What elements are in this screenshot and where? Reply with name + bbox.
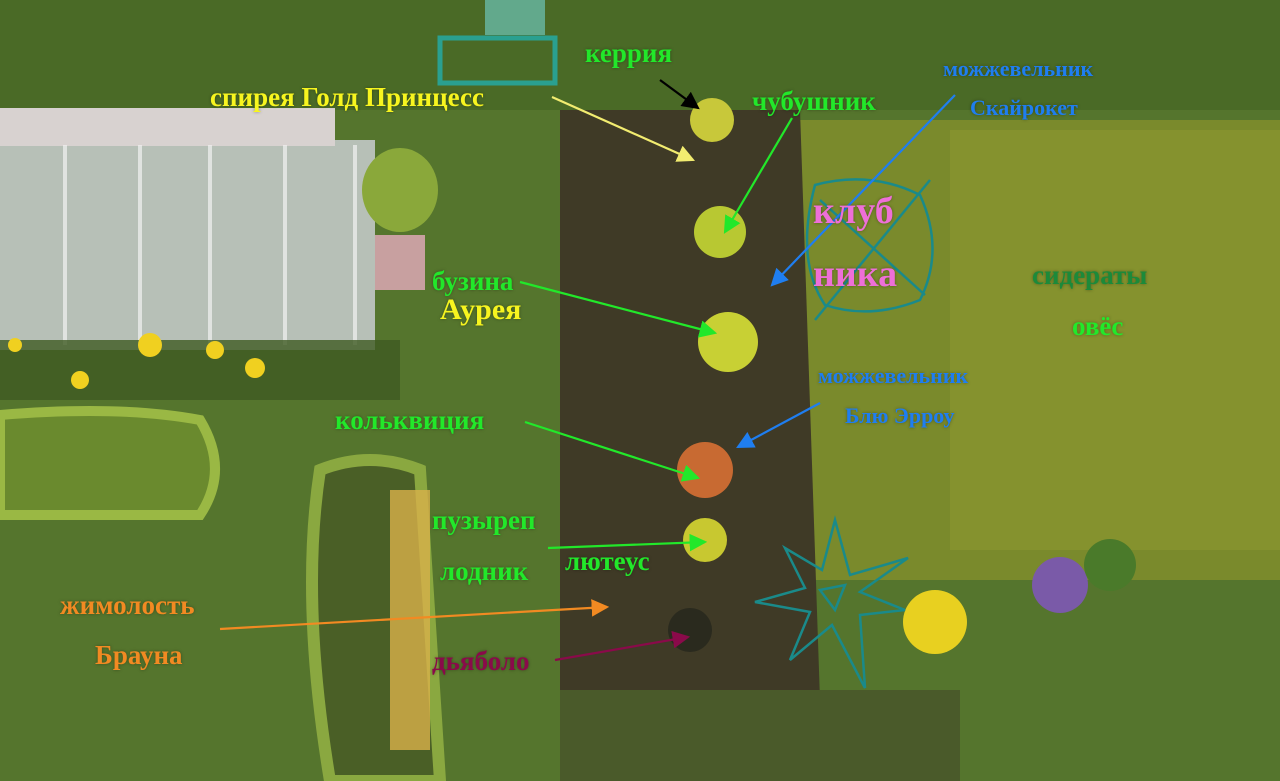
arrow-kerria (659, 79, 700, 110)
arrow-spiraea (551, 95, 696, 162)
bench (437, 35, 558, 86)
label-kolkwitzia: кольквиция (335, 405, 485, 435)
yellow-shrub (903, 590, 967, 654)
flower-bed-left (0, 406, 220, 520)
shrub (362, 148, 438, 232)
label-diabolo: дьяболо (432, 646, 530, 676)
label-strawberry-1: клуб (813, 190, 894, 232)
star-sketch (754, 515, 909, 689)
arrow-skyrocket (770, 94, 956, 287)
label-oats: овёс (1072, 311, 1124, 341)
soil-bed (560, 110, 820, 700)
arrow-diabolo (554, 630, 691, 662)
label-kerria: керрия (585, 38, 673, 68)
label-elder-2: Аурея (440, 293, 522, 326)
label-green-manure: сидераты (1032, 260, 1148, 290)
label-juniper-skyrocket-2: Скайрокет (970, 95, 1078, 120)
greenhouse-door (375, 235, 425, 290)
label-philadelphus: чубушник (752, 86, 876, 116)
label-spiraea: спирея Голд Принцесс (210, 82, 484, 112)
arrow-blue-arrow (736, 402, 821, 449)
label-juniper-blue-2: Блю Эрроу (845, 403, 955, 428)
arrow-philadelphus (723, 117, 793, 234)
label-physocarpus-3: лютеус (565, 546, 650, 576)
label-physocarpus-1: пузыреп (432, 505, 536, 535)
arrow-physocarpus (547, 533, 708, 552)
greenhouse-roof-edge (0, 108, 335, 146)
label-honeysuckle-2: Брауна (95, 640, 183, 670)
arrow-honeysuckle (219, 599, 610, 631)
greenhouse (0, 140, 375, 350)
label-juniper-blue-1: можжевельник (818, 363, 969, 388)
label-elder-1: бузина (432, 266, 514, 296)
top-lawn (0, 0, 1280, 110)
label-physocarpus-2: лодник (440, 556, 529, 586)
label-juniper-skyrocket-1: можжевельник (943, 56, 1094, 81)
arrow-kolkwitzia (524, 420, 701, 482)
label-honeysuckle-1: жимолость (60, 590, 195, 620)
arrow-elder (519, 280, 718, 338)
label-strawberry-2: ника (813, 253, 898, 295)
